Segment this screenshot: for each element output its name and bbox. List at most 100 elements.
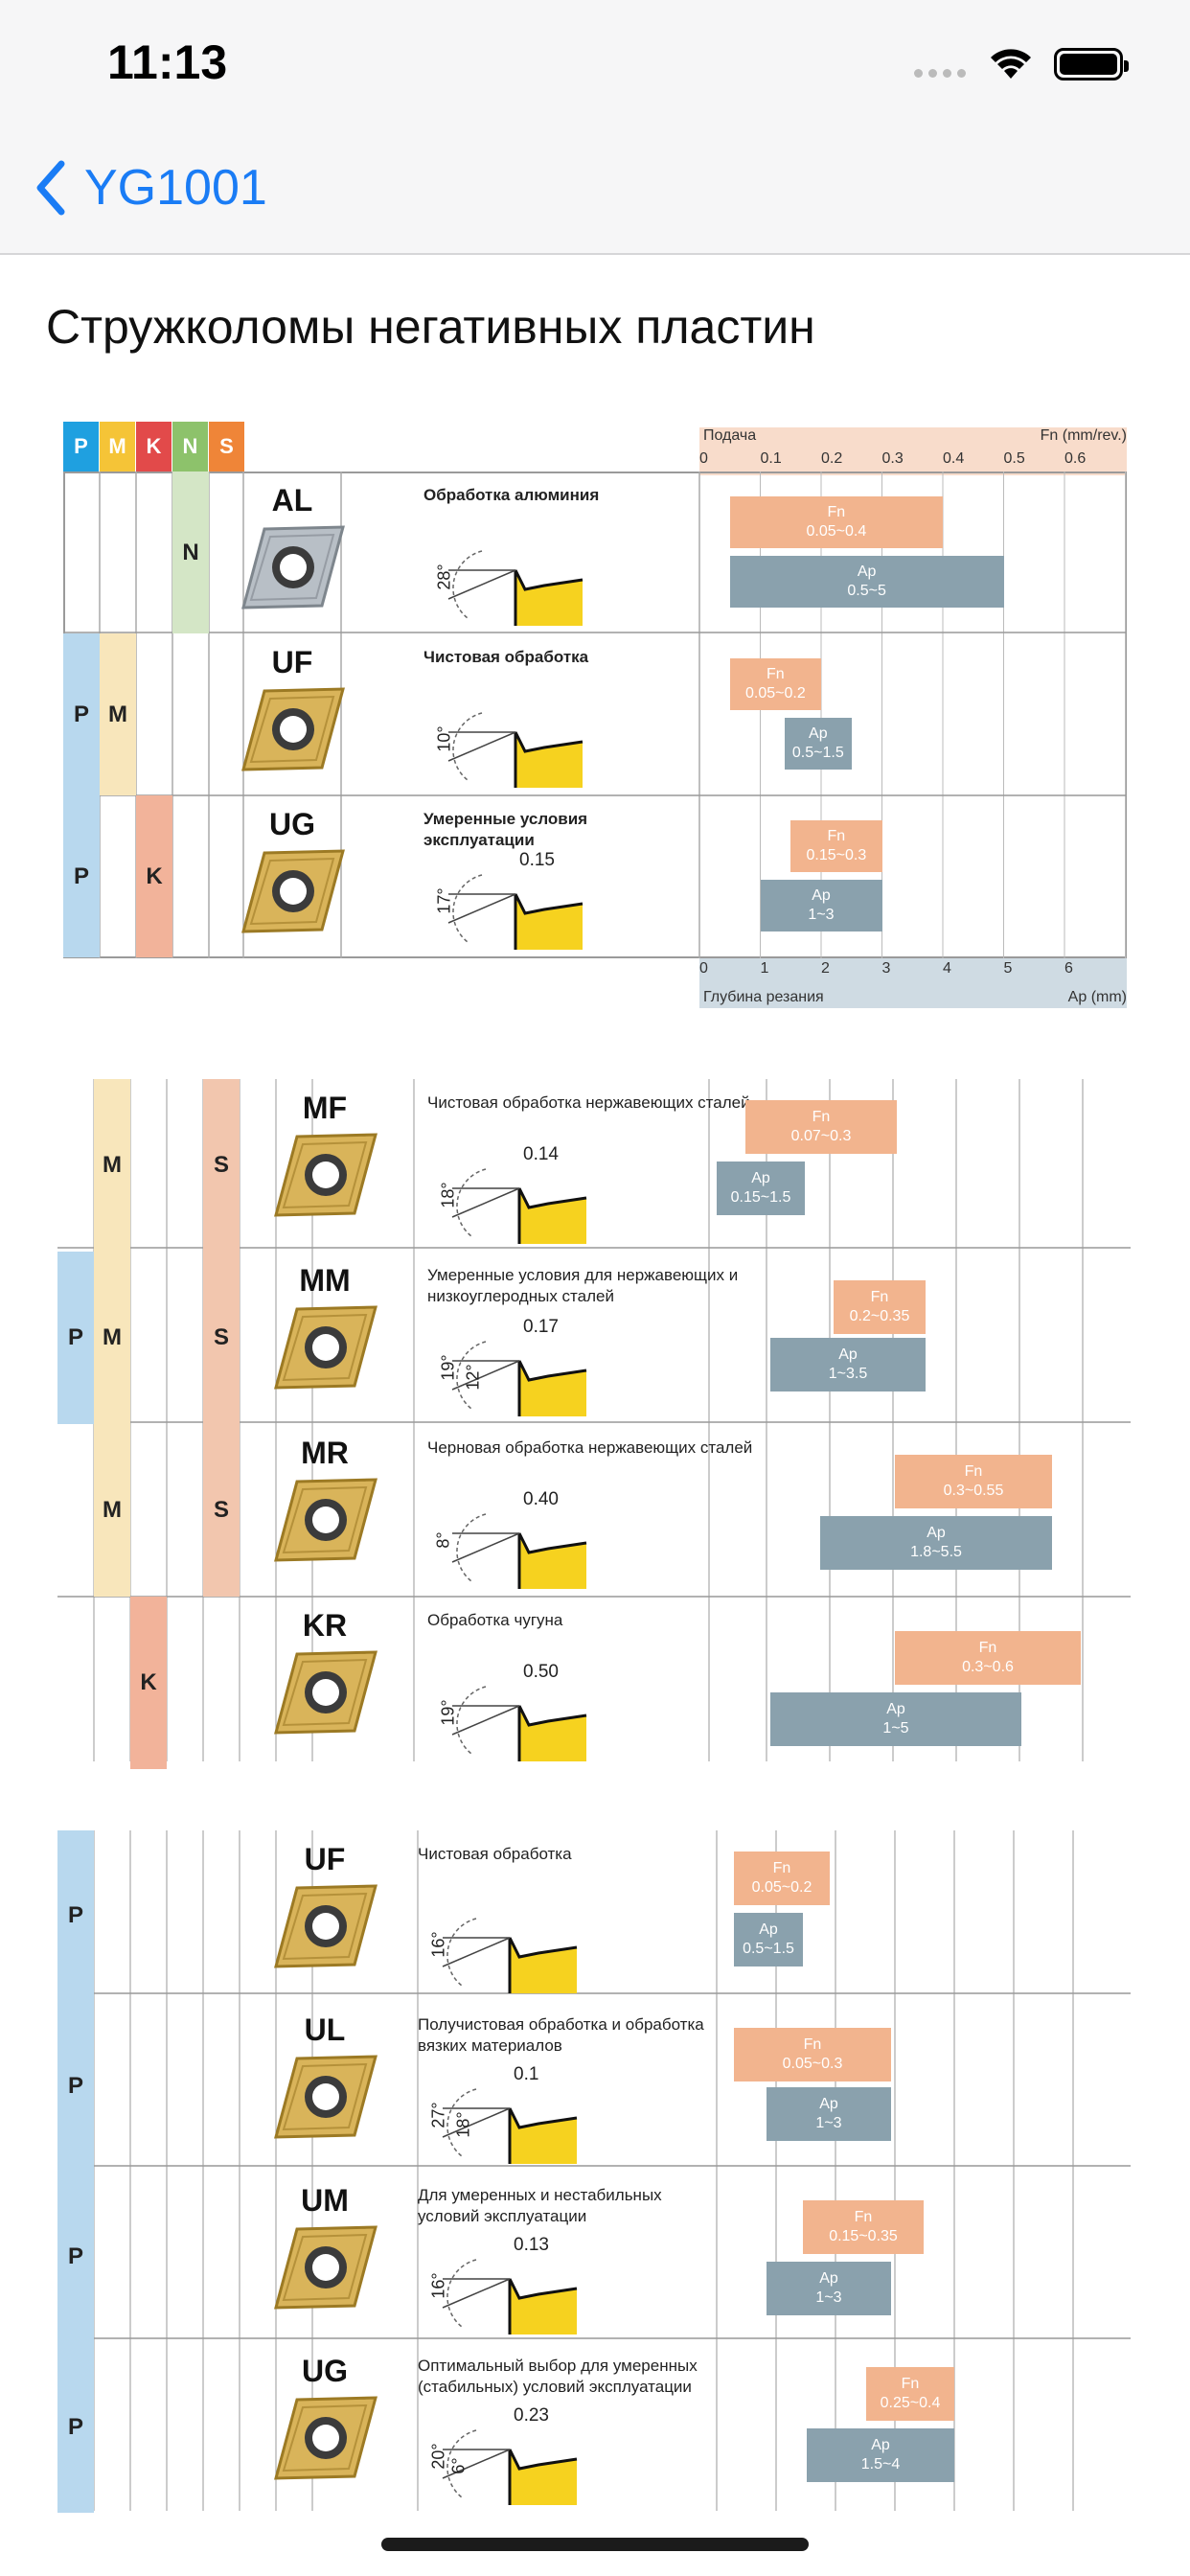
land-width-label: 0.50 bbox=[523, 1662, 559, 1682]
iso-cell-p bbox=[63, 633, 100, 795]
insert-code: UG bbox=[302, 2354, 348, 2388]
iso-cell-p bbox=[57, 2172, 94, 2342]
depth-range-bar: Ap 1~3 bbox=[767, 2087, 891, 2141]
depth-axis-tick: 5 bbox=[1003, 960, 1013, 977]
chipbreaker-profile bbox=[442, 1918, 578, 1993]
status-time: 11:13 bbox=[107, 35, 228, 89]
operation-description: Для умеренных и нестабильных условий экс… bbox=[418, 2186, 662, 2225]
operation-description: Обработка чугуна bbox=[427, 1611, 563, 1629]
operation-description: Умеренные условия для нержавеющих и низк… bbox=[427, 1266, 739, 1305]
feed-axis-title: Подача bbox=[703, 427, 757, 444]
depth-bar-range: 0.15~1.5 bbox=[730, 1189, 791, 1206]
feed-bar-label: Fn bbox=[812, 1109, 831, 1125]
operation-description: Черновая обработка нержавеющих сталей bbox=[427, 1438, 753, 1457]
chipbreaker-profile bbox=[447, 550, 584, 626]
rake-angle-label: 8° bbox=[433, 1531, 453, 1549]
chipbreaker-profile bbox=[451, 1513, 587, 1589]
iso-cell-letter: K bbox=[140, 1669, 157, 1695]
depth-range-bar: Ap 1~3 bbox=[767, 2262, 891, 2315]
feed-axis-tick: 0.2 bbox=[821, 450, 843, 467]
battery-icon bbox=[1054, 48, 1129, 80]
depth-bar-range: 1~3 bbox=[815, 2115, 842, 2131]
depth-bar-range: 1~3.5 bbox=[828, 1366, 868, 1382]
navigation-bar: YG1001 bbox=[0, 134, 1190, 255]
iso-group-k: K bbox=[136, 422, 172, 472]
insert-code: UG bbox=[269, 807, 315, 841]
feed-bar-label: Fn bbox=[964, 1463, 983, 1480]
feed-axis-tick: 0 bbox=[699, 450, 708, 467]
iso-cell-letter: M bbox=[103, 1152, 122, 1178]
insert-image bbox=[274, 1133, 378, 1217]
iso-cell-m bbox=[94, 1079, 130, 1252]
insert-code: MR bbox=[301, 1436, 349, 1470]
iso-cell-s bbox=[203, 1424, 240, 1597]
chipbreaker-profile bbox=[447, 874, 584, 950]
depth-bar-range: 1~3 bbox=[815, 2289, 842, 2306]
iso-cell-letter: P bbox=[67, 1902, 83, 1928]
depth-bar-label: Ap bbox=[819, 2096, 838, 2112]
chipbreaker-profile bbox=[451, 1341, 587, 1416]
back-label: YG1001 bbox=[84, 160, 267, 216]
insert-code: KR bbox=[302, 1608, 348, 1643]
rake-angle-label: 17° bbox=[434, 887, 454, 914]
iso-group-m: M bbox=[100, 422, 135, 472]
feed-bar-range: 0.2~0.35 bbox=[849, 1308, 910, 1324]
feed-axis-tick: 0.3 bbox=[881, 450, 904, 467]
feed-axis-band bbox=[699, 427, 1127, 475]
depth-bar-label: Ap bbox=[819, 2270, 838, 2287]
status-bar: 11:13 bbox=[0, 0, 1190, 134]
depth-range-bar: Ap 0.5~5 bbox=[729, 556, 1004, 608]
land-width-label: 0.13 bbox=[514, 2235, 549, 2255]
insert-image bbox=[274, 2055, 378, 2139]
feed-range-bar: Fn 0.05~0.3 bbox=[734, 2028, 891, 2082]
feed-bar-label: Fn bbox=[978, 1640, 997, 1656]
rake-angle-2-label: 6° bbox=[448, 2457, 469, 2474]
rake-angle-label: 10° bbox=[434, 725, 454, 752]
home-indicator[interactable] bbox=[381, 2538, 809, 2551]
iso-cell-letter: M bbox=[108, 701, 127, 727]
feed-bar-range: 0.05~0.3 bbox=[782, 2056, 843, 2072]
insert-code: AL bbox=[271, 483, 313, 518]
iso-cell-p bbox=[57, 1830, 94, 2001]
iso-cell-k bbox=[130, 1597, 167, 1769]
operation-description: Чистовая обработка нержавеющих сталей bbox=[427, 1093, 750, 1112]
back-button[interactable]: YG1001 bbox=[34, 159, 267, 217]
operation-description: Чистовая обработка bbox=[423, 648, 589, 666]
rake-angle-label: 27° bbox=[428, 2102, 448, 2128]
iso-cell-p bbox=[63, 795, 100, 957]
insert-image bbox=[241, 687, 345, 771]
chipbreaker-profile bbox=[442, 2259, 578, 2334]
feed-bar-label: Fn bbox=[803, 2036, 822, 2053]
depth-bar-label: Ap bbox=[809, 725, 828, 742]
insert-image bbox=[274, 2396, 378, 2480]
iso-cell-m bbox=[100, 633, 136, 795]
depth-bar-label: Ap bbox=[857, 564, 877, 580]
operation-description: Оптимальный выбор для умеренных (стабиль… bbox=[418, 2357, 698, 2396]
feed-bar-range: 0.15~0.3 bbox=[806, 847, 867, 863]
feed-bar-range: 0.05~0.2 bbox=[745, 685, 806, 702]
depth-bar-range: 0.5~5 bbox=[847, 583, 886, 599]
rake-angle-2-label: 12° bbox=[463, 1364, 483, 1391]
insert-code: MM bbox=[299, 1263, 351, 1298]
land-width-label: 0.1 bbox=[514, 2064, 539, 2084]
feed-bar-label: Fn bbox=[772, 1860, 791, 1876]
depth-bar-label: Ap bbox=[838, 1346, 858, 1363]
iso-cell-letter: M bbox=[103, 1497, 122, 1523]
iso-cell-letter: P bbox=[67, 2243, 83, 2269]
rake-angle-label: 19° bbox=[438, 1354, 458, 1381]
chipbreaker-profile bbox=[447, 712, 584, 788]
operation-description: Обработка алюминия bbox=[423, 486, 600, 504]
insert-code: UF bbox=[271, 645, 313, 679]
wifi-icon bbox=[991, 49, 1031, 79]
iso-cell-letter: P bbox=[73, 862, 89, 889]
land-width-label: 0.15 bbox=[519, 850, 555, 870]
